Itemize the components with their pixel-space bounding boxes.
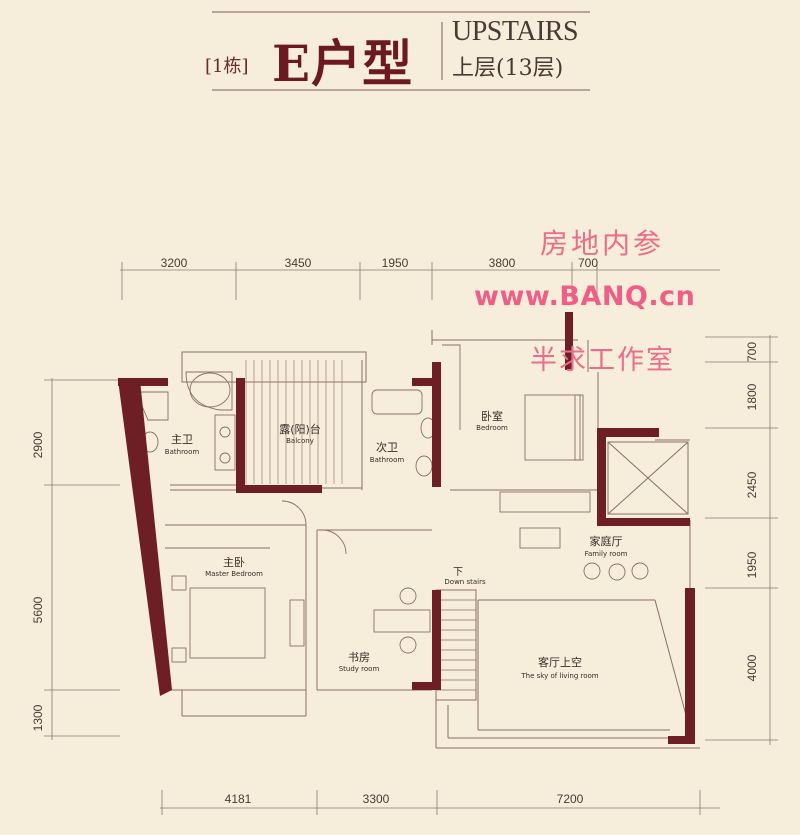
unit-type-title: E户型	[272, 34, 414, 93]
fixtures	[135, 344, 649, 663]
dim-left-2: 5600	[31, 596, 45, 623]
dimensions-left: 2900 5600 1300	[31, 431, 45, 731]
dimensions-top: 3200 3450 1950 3800 700	[161, 256, 599, 270]
dim-top-1: 3200	[161, 256, 188, 270]
dim-top-2: 3450	[285, 256, 312, 270]
room-master-bath-cn: 主卫	[171, 433, 193, 446]
watermark-url: www.BANQ.cn	[474, 281, 696, 312]
room-second-bath-en: Bathroom	[370, 456, 405, 464]
title-frame	[212, 11, 590, 91]
dim-right-2: 1800	[745, 383, 759, 410]
title-block: [1栋] E户型 UPSTAIRS 上层(13层)	[0, 0, 800, 110]
dim-bottom-3: 7200	[557, 792, 584, 806]
room-labels: 主卫 Bathroom 露(阳)台 Balcony 次卫 Bathroom 卧室…	[165, 409, 628, 680]
room-bedroom-cn: 卧室	[481, 409, 503, 423]
dim-left-3: 1300	[31, 704, 45, 731]
room-master-bath-en: Bathroom	[165, 448, 200, 456]
dim-top-5: 700	[578, 256, 598, 270]
dimensions-right: 700 1800 2450 1950 4000	[745, 342, 759, 682]
room-living-void-cn: 客厅上空	[538, 655, 582, 669]
room-bedroom-en: Bedroom	[476, 424, 508, 432]
dimension-lines	[44, 262, 778, 815]
dim-bottom-2: 3300	[363, 792, 390, 806]
dim-top-3: 1950	[382, 256, 409, 270]
dim-right-1: 700	[745, 342, 759, 362]
room-master-bedroom-cn: 主卧	[223, 556, 245, 569]
room-living-void-en: The sky of living room	[520, 672, 598, 680]
dim-right-5: 4000	[745, 654, 759, 681]
thin-walls	[165, 330, 700, 749]
dim-right-4: 1950	[745, 551, 759, 578]
balcony-hatch	[245, 360, 343, 484]
room-master-bedroom-en: Master Bedroom	[205, 570, 263, 578]
dimensions-bottom: 4181 3300 7200	[225, 792, 584, 806]
watermark-line-3: 半求工作室	[530, 345, 675, 376]
level-en-label: UPSTAIRS	[452, 16, 579, 47]
structural-walls	[118, 312, 695, 744]
stairs-down-cn: 下	[453, 567, 463, 578]
room-family-en: Family room	[585, 550, 628, 558]
building-label: [1栋]	[205, 56, 249, 77]
room-balcony-cn: 露(阳)台	[279, 422, 321, 436]
dim-left-1: 2900	[31, 431, 45, 458]
room-study-en: Study room	[339, 665, 380, 673]
dim-bottom-1: 4181	[225, 792, 252, 806]
room-family-cn: 家庭厅	[590, 534, 623, 548]
dim-top-4: 3800	[489, 256, 516, 270]
watermark-line-1: 房地内参	[540, 227, 665, 260]
room-second-bath-cn: 次卫	[376, 440, 398, 454]
level-cn-label: 上层(13层)	[452, 56, 564, 81]
dim-right-3: 2450	[745, 471, 759, 498]
stairs	[436, 599, 476, 691]
room-balcony-en: Balcony	[286, 437, 314, 445]
room-study-cn: 书房	[348, 651, 370, 664]
stairs-down-en: Down stairs	[444, 578, 486, 586]
